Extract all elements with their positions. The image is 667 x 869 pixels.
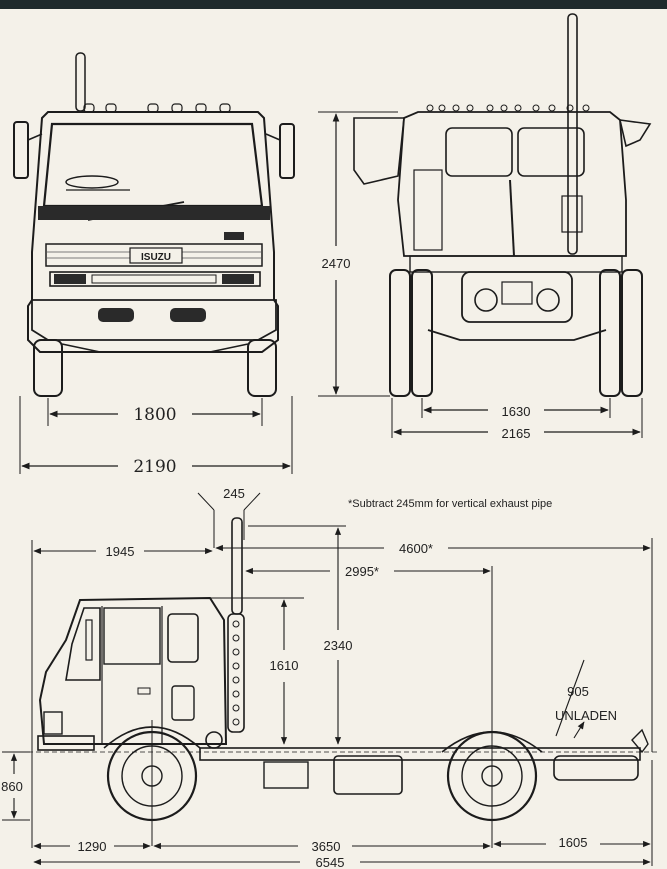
side-exhaust-stack bbox=[231, 517, 243, 615]
rear-view: 2470 1630 2165 bbox=[318, 13, 652, 441]
side-step-panel bbox=[171, 685, 195, 721]
rear-differential bbox=[461, 271, 573, 323]
dim-line-frame-height bbox=[555, 659, 585, 737]
fog-lamp-right bbox=[170, 308, 206, 322]
front-cowl-band bbox=[38, 206, 270, 220]
side-fuel-cap bbox=[205, 731, 223, 749]
side-door-window bbox=[103, 607, 161, 665]
front-badge-plate bbox=[129, 247, 183, 264]
steering-wheel bbox=[65, 175, 119, 189]
side-front-bumper bbox=[37, 735, 95, 751]
side-cab-body bbox=[38, 596, 228, 745]
rear-tire-left-inner bbox=[411, 269, 433, 397]
rear-tank-left bbox=[413, 169, 443, 251]
side-quarter-window bbox=[167, 613, 199, 663]
muffler-holes bbox=[232, 620, 240, 726]
front-lamp-bar bbox=[49, 271, 261, 287]
wheelbase-label: 3650 bbox=[312, 839, 341, 854]
side-battery-box bbox=[263, 761, 309, 789]
headlight-right bbox=[222, 274, 254, 284]
overall-length-label: 6545 bbox=[316, 855, 345, 869]
rear-mirror-left bbox=[353, 117, 405, 185]
rear-overhang-label: 1605 bbox=[559, 835, 588, 850]
front-mirror-left bbox=[13, 121, 29, 179]
side-door-handle bbox=[137, 687, 151, 695]
side-tail-lamp bbox=[631, 728, 649, 754]
front-to-cab-label: 1945 bbox=[106, 544, 135, 559]
rear-window-left bbox=[445, 127, 513, 177]
side-headlight bbox=[43, 711, 63, 735]
rear-track-label: 1630 bbox=[502, 404, 531, 419]
front-mirror-right bbox=[279, 123, 295, 179]
front-track-width-label: 1800 bbox=[133, 405, 176, 425]
front-cab-body bbox=[27, 111, 279, 353]
exhaust-note: *Subtract 245mm for vertical exhaust pip… bbox=[348, 498, 552, 510]
rear-diff-hub-right bbox=[536, 288, 560, 312]
exhaust-offset-label: 245 bbox=[223, 486, 245, 501]
rear-driveshaft bbox=[509, 179, 515, 257]
side-exhaust-muffler bbox=[227, 613, 245, 733]
cab-height-label: 1610 bbox=[270, 658, 299, 673]
rear-tire-right-outer bbox=[621, 269, 643, 397]
front-windshield bbox=[42, 122, 264, 208]
rear-tire-left-outer bbox=[389, 269, 411, 397]
rear-roof-lights bbox=[426, 104, 590, 112]
front-exhaust-pipe bbox=[75, 52, 86, 112]
fog-lamp-left bbox=[98, 308, 134, 322]
rear-exhaust-stack bbox=[567, 13, 578, 255]
front-overall-width-label: 2190 bbox=[133, 457, 176, 477]
headlight-left bbox=[54, 274, 86, 284]
rear-axle-housing bbox=[427, 329, 607, 341]
front-small-plate bbox=[224, 232, 244, 240]
rear-frame bbox=[409, 255, 623, 273]
frame-ground-label: 860 bbox=[1, 779, 23, 794]
rear-diff-hub-left bbox=[474, 288, 498, 312]
front-view: ISUZU 1800 2190 bbox=[13, 52, 295, 477]
front-center-grille bbox=[91, 274, 217, 284]
side-windshield bbox=[65, 607, 101, 681]
rear-mirror-right bbox=[618, 119, 652, 148]
frame-height-value: 905 bbox=[567, 684, 589, 699]
front-grille-badge: ISUZU bbox=[141, 252, 171, 263]
side-fuel-tank bbox=[333, 755, 403, 795]
side-mirror-arm bbox=[85, 619, 93, 661]
side-view: *Subtract 245mm for vertical exhaust pip… bbox=[1, 486, 660, 869]
front-tire-left bbox=[33, 339, 63, 397]
rear-width-label: 2165 bbox=[502, 426, 531, 441]
side-rear-wheel bbox=[441, 730, 543, 822]
frame-height-unladen: UNLADEN bbox=[555, 708, 617, 723]
front-grille-upper bbox=[45, 243, 263, 267]
rear-overall-height-label: 2470 bbox=[322, 256, 351, 271]
front-overhang-label: 1290 bbox=[78, 839, 107, 854]
front-axle bbox=[61, 343, 249, 353]
rear-tire-right-inner bbox=[599, 269, 621, 397]
rear-cab-back bbox=[397, 111, 627, 257]
front-tire-right bbox=[247, 339, 277, 397]
side-chassis-frame bbox=[199, 747, 641, 761]
rear-window-right bbox=[517, 127, 585, 177]
side-rear-light-bar bbox=[553, 755, 639, 781]
cab-to-end-label: 4600* bbox=[399, 541, 433, 556]
exhaust-height-label: 2340 bbox=[324, 638, 353, 653]
front-bumper bbox=[31, 299, 277, 341]
front-roof-lights bbox=[83, 103, 231, 113]
top-bar bbox=[0, 0, 667, 9]
cab-to-axle-label: 2995* bbox=[345, 564, 379, 579]
